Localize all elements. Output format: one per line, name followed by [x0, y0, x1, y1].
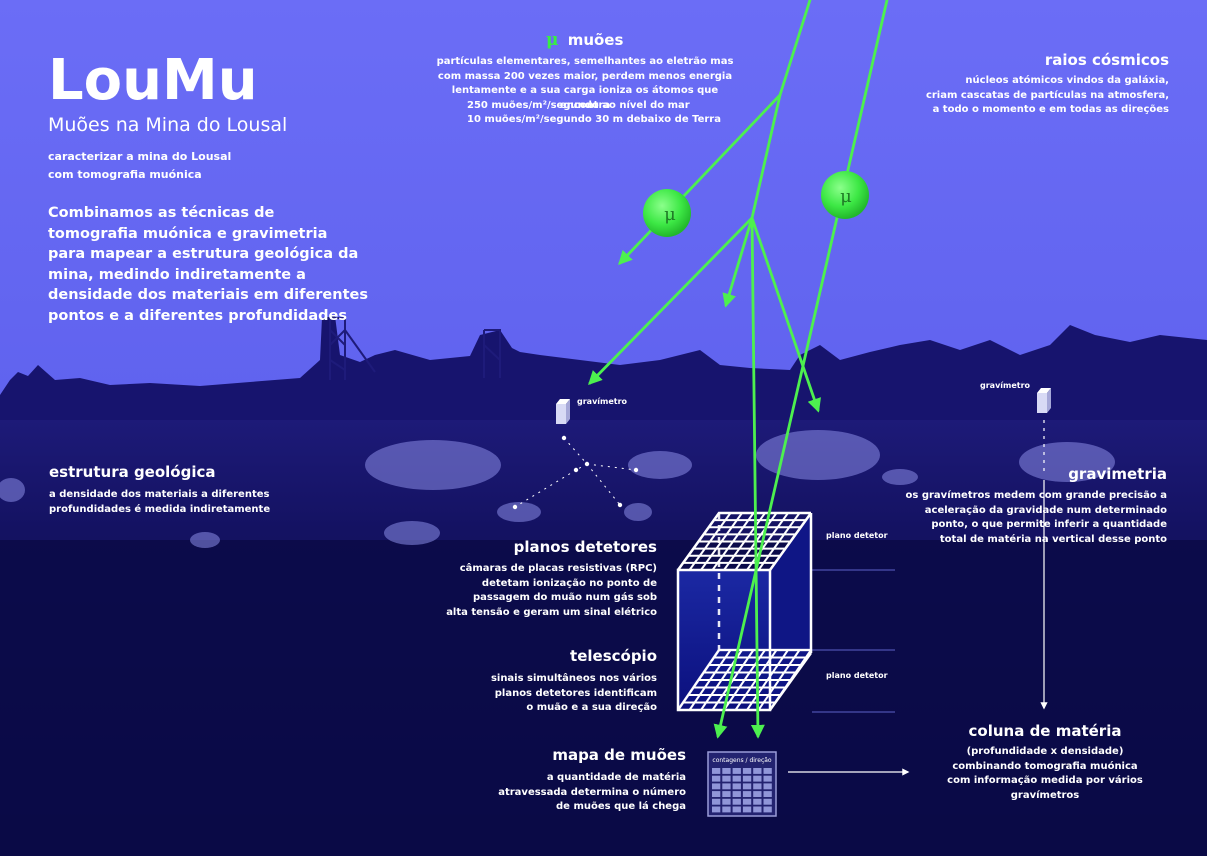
detector-planes-description: câmaras de placas resistivas (RPC) detet… [446, 563, 657, 618]
muons-rate-depth: 10 muões/m²/segundo 30 m debaixo de Terr… [467, 114, 721, 125]
rock-lumps [0, 430, 1115, 548]
telescope-description: sinais simultâneos nos vários planos det… [490, 673, 657, 713]
page-title: LouMu [48, 48, 258, 113]
map-cell [732, 798, 741, 805]
geology-heading: estrutura geológica [49, 463, 216, 481]
gravimeter-network [512, 435, 639, 510]
map-cell [712, 768, 721, 774]
cosmic-rays-heading: raios cósmicos [1044, 51, 1169, 69]
map-cell [742, 798, 752, 805]
detector-plane-label-top: plano detetor [826, 531, 888, 540]
muon-particle: μ [643, 189, 691, 237]
mu-symbol-icon: μ [546, 30, 559, 50]
page-subtitle: Muões na Mina do Lousal [48, 114, 288, 136]
map-cell [753, 775, 762, 782]
map-cell [722, 806, 731, 813]
map-cell [742, 791, 752, 797]
muon-tracks [588, 0, 889, 739]
muons-description: partículas elementares, semelhantes ao e… [436, 56, 734, 111]
muon-map-description: a quantidade de matéria atravessada dete… [498, 772, 686, 812]
map-cell [763, 783, 772, 790]
map-cell [712, 775, 721, 782]
map-cell [722, 768, 731, 774]
map-cell [763, 775, 772, 782]
detector-planes-heading: planos detetores [513, 538, 657, 556]
muon-map-box [707, 751, 777, 817]
map-cell [712, 798, 721, 805]
map-cell [732, 768, 741, 774]
muon-ball-symbol: μ [840, 186, 852, 207]
map-cell [753, 806, 762, 813]
geology-description: a densidade dos materiais a diferentes p… [49, 489, 271, 515]
map-cell [732, 775, 741, 782]
gravimeter-icon [1037, 388, 1051, 413]
map-cell [742, 783, 752, 790]
map-cell [712, 783, 721, 790]
map-cell [753, 768, 762, 774]
map-cell [753, 783, 762, 790]
map-cell [712, 806, 721, 813]
map-cell [722, 791, 731, 797]
map-cell [742, 806, 752, 813]
map-cell [732, 783, 741, 790]
muons-rate-sea: 250 muões/m²/segundo ao nível do mar [467, 100, 690, 111]
map-cell [763, 798, 772, 805]
map-cell [763, 806, 772, 813]
muon-particle: μ [821, 171, 869, 219]
project-aim: caracterizar a mina do Lousal com tomogr… [48, 150, 232, 181]
detector-plane-label-bottom: plano detetor [826, 671, 888, 680]
map-cell [753, 798, 762, 805]
map-cell [753, 791, 762, 797]
muons-heading: muões [567, 31, 624, 49]
map-cell [732, 806, 741, 813]
map-cell [722, 783, 731, 790]
map-cell [742, 775, 752, 782]
muon-map-heading: mapa de muões [552, 746, 686, 764]
map-cell [722, 798, 731, 805]
plane-guide-lines [812, 569, 895, 713]
matter-column-heading: coluna de matéria [968, 722, 1122, 740]
gravimeter-label-left: gravímetro [577, 397, 628, 406]
map-cell [763, 791, 772, 797]
muon-ball-symbol: μ [664, 204, 676, 225]
gravimeter-label-right: gravímetro [980, 381, 1031, 390]
gravimeter-icon [556, 399, 570, 424]
map-cell [742, 768, 752, 774]
map-cell [732, 791, 741, 797]
mine-headframe [329, 317, 501, 380]
gravimetry-description: os gravímetros medem com grande precisão… [905, 490, 1167, 545]
gravimetry-heading: gravimetria [1068, 465, 1167, 483]
telescope-box [676, 511, 813, 712]
muons-heading-row: μ muões [546, 30, 623, 50]
intro-paragraph: Combinamos as técnicas de tomografia muó… [48, 205, 368, 324]
cosmic-rays-description: núcleos atómicos vindos da galáxia, cria… [925, 75, 1169, 115]
map-cell [722, 775, 731, 782]
muon-map-box-label: contagens / direção [712, 757, 772, 764]
map-cell [712, 791, 721, 797]
matter-column-description: (profundidade x densidade) combinando to… [947, 746, 1143, 801]
map-cell [763, 768, 772, 774]
telescope-heading: telescópio [570, 647, 657, 665]
